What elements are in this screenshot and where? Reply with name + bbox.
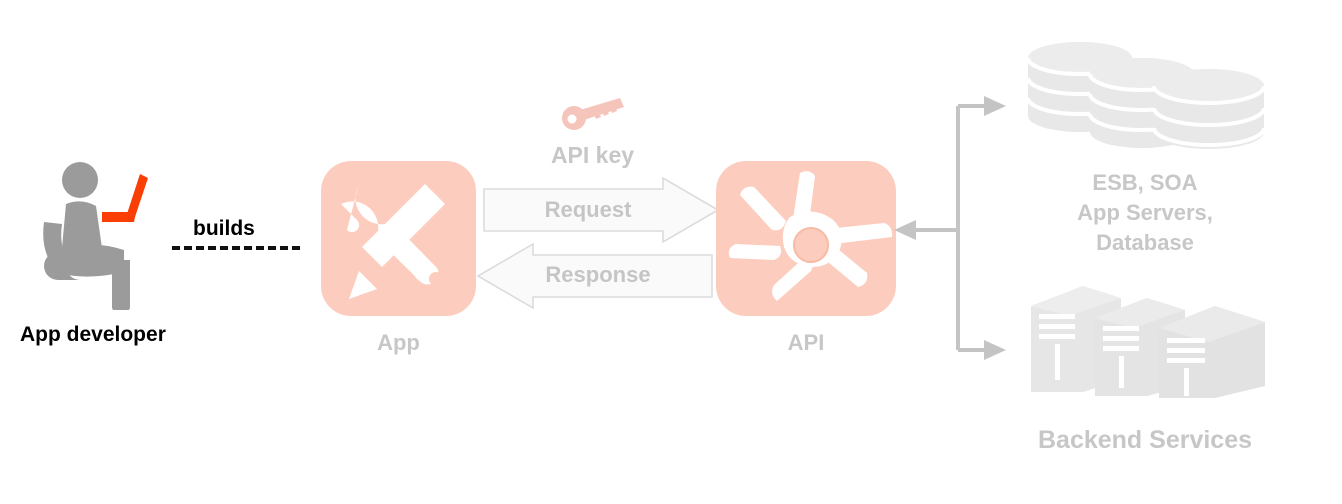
app-developer-label: App developer	[20, 323, 166, 346]
database-label-line-1: ESB, SOA	[1092, 170, 1198, 195]
backend-connector-icon	[888, 88, 1008, 368]
response-label: Response	[545, 262, 651, 287]
builds-label: builds	[193, 217, 255, 240]
request-label: Request	[544, 197, 632, 222]
database-stack-icon	[1020, 36, 1270, 158]
api-key-label: API key	[550, 142, 635, 168]
server-towers-icon	[1025, 280, 1270, 400]
database-label-line-2: App Servers,	[1077, 200, 1213, 225]
key-icon	[556, 96, 626, 141]
database-label: ESB, SOA App Servers, Database	[1000, 168, 1290, 258]
database-label-line-3: Database	[1096, 230, 1194, 255]
builds-dashed-line	[172, 246, 300, 250]
response-arrow	[476, 242, 713, 310]
api-hub-star-icon	[728, 171, 893, 301]
api-node-label: API	[787, 330, 825, 355]
backend-services-label: Backend Services	[1037, 426, 1253, 454]
app-developer-icon	[40, 160, 180, 315]
wrench-and-pencil-icon	[341, 184, 445, 299]
app-node[interactable]	[321, 161, 476, 316]
app-node-label: App	[377, 330, 420, 355]
api-node[interactable]	[716, 161, 896, 316]
request-arrow	[483, 176, 720, 244]
